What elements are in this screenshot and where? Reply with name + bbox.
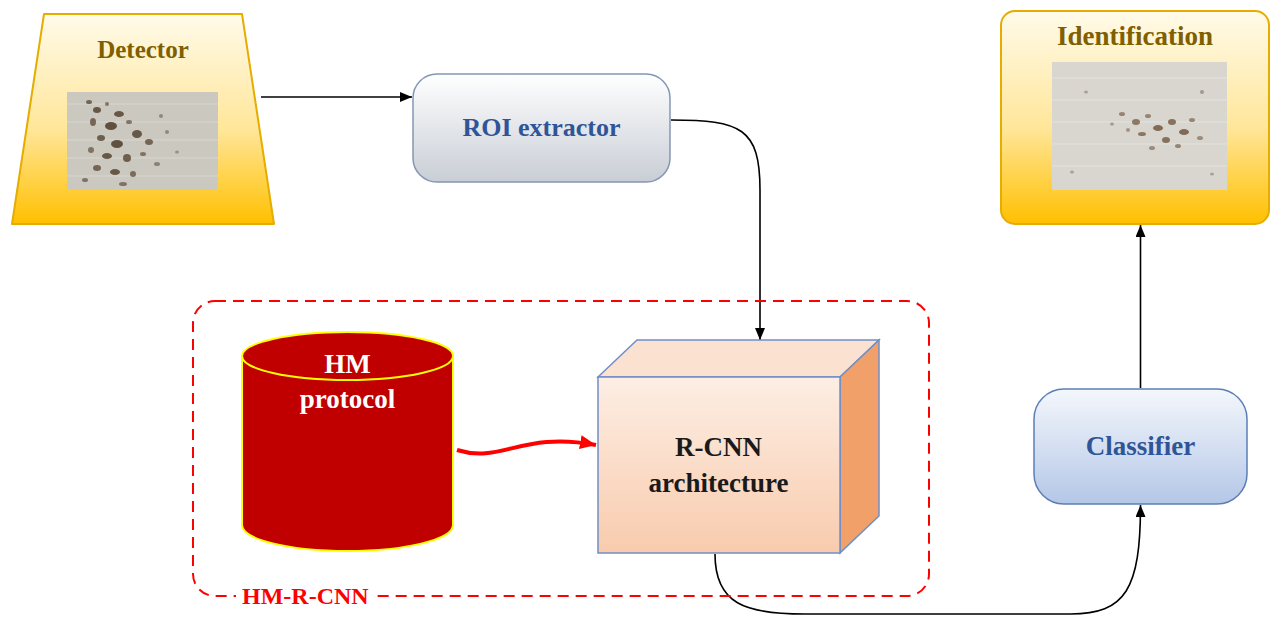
database-cylinder: HM protocol bbox=[240, 330, 455, 551]
flow-arrow bbox=[261, 96, 412, 98]
node-label: HM-R-CNN bbox=[236, 581, 375, 612]
flow-arrow bbox=[1140, 225, 1142, 388]
output-block: Identification bbox=[1000, 10, 1270, 225]
node-label: Detector bbox=[97, 34, 189, 67]
text-area: Detector bbox=[50, 24, 236, 76]
result-photo bbox=[1052, 62, 1227, 190]
process-box: ROI extractor bbox=[412, 73, 671, 183]
node-label: R-CNN architecture bbox=[611, 430, 826, 500]
text-area: R-CNN architecture bbox=[611, 387, 826, 544]
text-area: Classifier bbox=[1043, 398, 1238, 495]
sample-photo bbox=[67, 92, 218, 190]
text-area: HM-R-CNN bbox=[236, 577, 406, 617]
node-label: HM protocol bbox=[280, 347, 415, 417]
text-area: HM protocol bbox=[280, 334, 415, 430]
node-label: Identification bbox=[1057, 19, 1213, 54]
flow-arrow bbox=[671, 120, 760, 340]
text-area: ROI extractor bbox=[422, 83, 661, 173]
feed-arrow bbox=[457, 441, 596, 453]
model-cube: R-CNN architecture bbox=[597, 339, 880, 554]
node-label: Classifier bbox=[1086, 429, 1195, 464]
detector-block: Detector bbox=[10, 12, 276, 226]
group-region: HM-R-CNNHM protocolR-CNN architecture bbox=[192, 300, 930, 597]
process-box: Classifier bbox=[1033, 388, 1248, 505]
node-label: ROI extractor bbox=[462, 111, 620, 145]
text-area: Identification bbox=[1010, 14, 1260, 60]
